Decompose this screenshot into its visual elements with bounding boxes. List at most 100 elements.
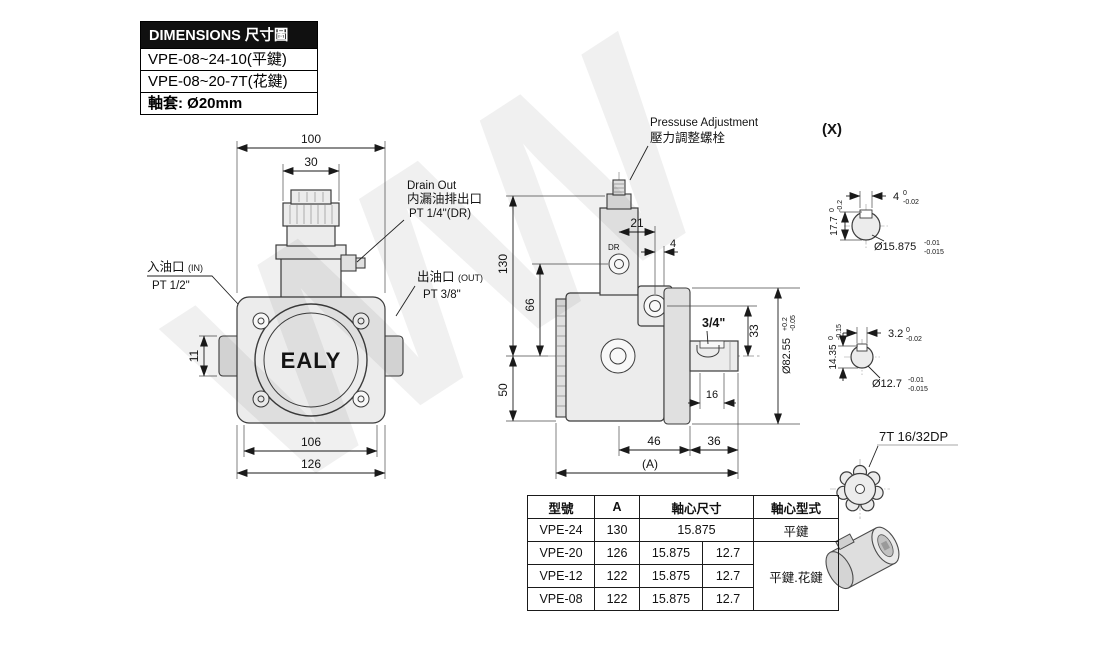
- key4-tol-upper: 0: [903, 190, 907, 197]
- drain-port-stub-end: [355, 257, 366, 269]
- dim-text-17-7: 17.7: [829, 216, 840, 236]
- h14-tol-lower: -0.15: [836, 324, 843, 340]
- dim-text-66: 66: [523, 298, 537, 312]
- model-designation-2: VPE-08~20-7T(花鍵): [140, 71, 318, 93]
- neck-flange: [275, 244, 347, 260]
- h14-tol-upper: 0: [828, 336, 835, 340]
- flange-dia-tol-upper: +0.2: [782, 317, 789, 331]
- dim-text-33: 33: [747, 324, 761, 338]
- dim-text-50: 50: [496, 383, 510, 397]
- outlet-zh: 出油口: [417, 270, 455, 284]
- dim-text-key32: 3.2: [888, 328, 903, 340]
- neck-column: [286, 224, 336, 247]
- spline-gear-icon: [836, 464, 884, 512]
- model-designation-1: VPE-08~24-10(平鍵): [140, 49, 318, 71]
- inlet-dir: (IN): [188, 263, 203, 273]
- port-notch: [696, 345, 720, 358]
- front-cover-outer-ring: [254, 303, 368, 417]
- header-shaft-size: 軸心尺寸: [639, 495, 754, 519]
- dim-flange-diameter: Ø82.55 +0.2 -0.05: [692, 287, 800, 425]
- side-view: DR: [548, 172, 762, 425]
- front-cover-inner-ring: [263, 312, 359, 408]
- dim-offset-21: 21: [618, 216, 656, 294]
- shaft-small-keyway: [856, 343, 868, 352]
- dim-offset-4: 4: [641, 238, 678, 286]
- dim-text-11: 11: [187, 349, 201, 362]
- dim-height-66: 66: [523, 263, 608, 357]
- table-row-vpe-24: VPE-24 130 15.875 平鍵: [527, 518, 839, 542]
- front-view: EALY: [218, 189, 404, 424]
- dim-text-dia127: Ø12.7: [872, 378, 902, 390]
- key4-tol-lower: -0.02: [903, 199, 919, 206]
- pressure-adjustment-zh: 壓力調整螺栓: [650, 130, 726, 145]
- shaft-large-section: 4 0 -0.02 17.7 0 -0.2 Ø15.875 -0.01 -0.0…: [829, 190, 944, 256]
- dim-text-30: 30: [304, 155, 318, 169]
- h17-tol-lower: -0.2: [837, 200, 844, 212]
- top-cap: [290, 189, 332, 205]
- dim-text-dia15875: Ø15.875: [874, 241, 916, 253]
- dim-offset-33: 33: [667, 305, 761, 357]
- inlet-zh: 入油口: [147, 260, 185, 274]
- header-model: 型號: [527, 495, 595, 519]
- port-size-label: 3/4": [702, 316, 725, 345]
- dim-text-100: 100: [301, 132, 321, 146]
- dim-text-A: (A): [642, 457, 658, 471]
- dim-text-130: 130: [496, 254, 510, 274]
- adjustment-stem: [599, 207, 639, 296]
- table-row-vpe-12: VPE-12 122 15.875 12.7: [527, 564, 839, 588]
- pressure-adjustment-label: Pressuse Adjustment 壓力調整螺栓: [629, 117, 759, 181]
- dim-height-130: 130: [496, 195, 605, 357]
- dim-text-126: 126: [301, 457, 321, 471]
- dim-text-106: 106: [301, 435, 321, 449]
- dia127-tol-upper: -0.01: [908, 377, 924, 384]
- dim-width-100: 100: [236, 132, 386, 293]
- dim-length-A: (A): [555, 423, 739, 479]
- dim-height-50: 50: [496, 355, 556, 422]
- dim-tab-11: 11: [187, 335, 217, 377]
- spec-table: 型號 A 軸心尺寸 軸心型式 VPE-24 130 15.875 平鍵 VPE-…: [527, 495, 839, 611]
- pump-body-front: [236, 296, 386, 424]
- spec-table-header-row: 型號 A 軸心尺寸 軸心型式: [527, 495, 839, 519]
- pressure-adjustment-en: Pressuse Adjustment: [650, 117, 759, 129]
- dim-overall-126: 126: [236, 425, 386, 479]
- spline-detail: 7T 16/32DP: [830, 429, 958, 519]
- dim-text-16: 16: [706, 389, 718, 401]
- adjustment-screw: [612, 179, 626, 196]
- key32-tol-lower: -0.02: [906, 336, 922, 343]
- dim-text-36: 36: [707, 434, 721, 448]
- header-shaft-type: 軸心型式: [753, 495, 839, 519]
- h17-tol-upper: 0: [829, 208, 836, 212]
- table-row-vpe-20: VPE-20 126 15.875 12.7 平鍵.花鍵: [527, 541, 839, 611]
- drain-out-label: Drain Out 内漏油排出口 PT 1/4"(DR): [356, 180, 482, 263]
- dim-span-106: 106: [243, 425, 378, 457]
- outlet-dir: (OUT): [458, 273, 483, 283]
- header-a: A: [594, 495, 640, 519]
- outlet-label: 出油口 (OUT) PT 3/8": [395, 270, 483, 317]
- dim-text-4: 4: [670, 238, 676, 250]
- drain-out-en: Drain Out: [407, 180, 457, 192]
- flange-dia-tol-lower: -0.05: [790, 315, 797, 331]
- key32-tol-upper: 0: [906, 327, 910, 334]
- dim-text-21: 21: [630, 216, 644, 230]
- port-size-text: 3/4": [702, 316, 725, 330]
- inlet-label: 入油口 (IN) PT 1/2": [147, 260, 239, 305]
- outlet-thread: PT 3/8": [423, 289, 461, 301]
- shaft-sleeve-spec: 軸套: Ø20mm: [140, 93, 318, 115]
- dim-length-46-36: 46 36: [618, 373, 739, 456]
- drain-port-stub: [340, 254, 357, 272]
- dim-key-16: 16: [688, 373, 736, 409]
- body-fins: [555, 298, 567, 418]
- dr-port-label: DR: [608, 243, 620, 252]
- spline-spec-label: 7T 16/32DP: [879, 429, 948, 444]
- dim-text-key4: 4: [893, 191, 899, 203]
- dia15875-tol-upper: -0.01: [924, 240, 940, 247]
- bolt-holes: [252, 312, 370, 408]
- dim-cap-30: 30: [282, 155, 340, 201]
- section-x-label: (X): [822, 121, 842, 138]
- adjustment-locknut: [606, 193, 632, 210]
- mounting-flange: [663, 287, 691, 425]
- brand-logo: EALY: [281, 348, 342, 373]
- dia127-tol-lower: -0.015: [908, 386, 928, 393]
